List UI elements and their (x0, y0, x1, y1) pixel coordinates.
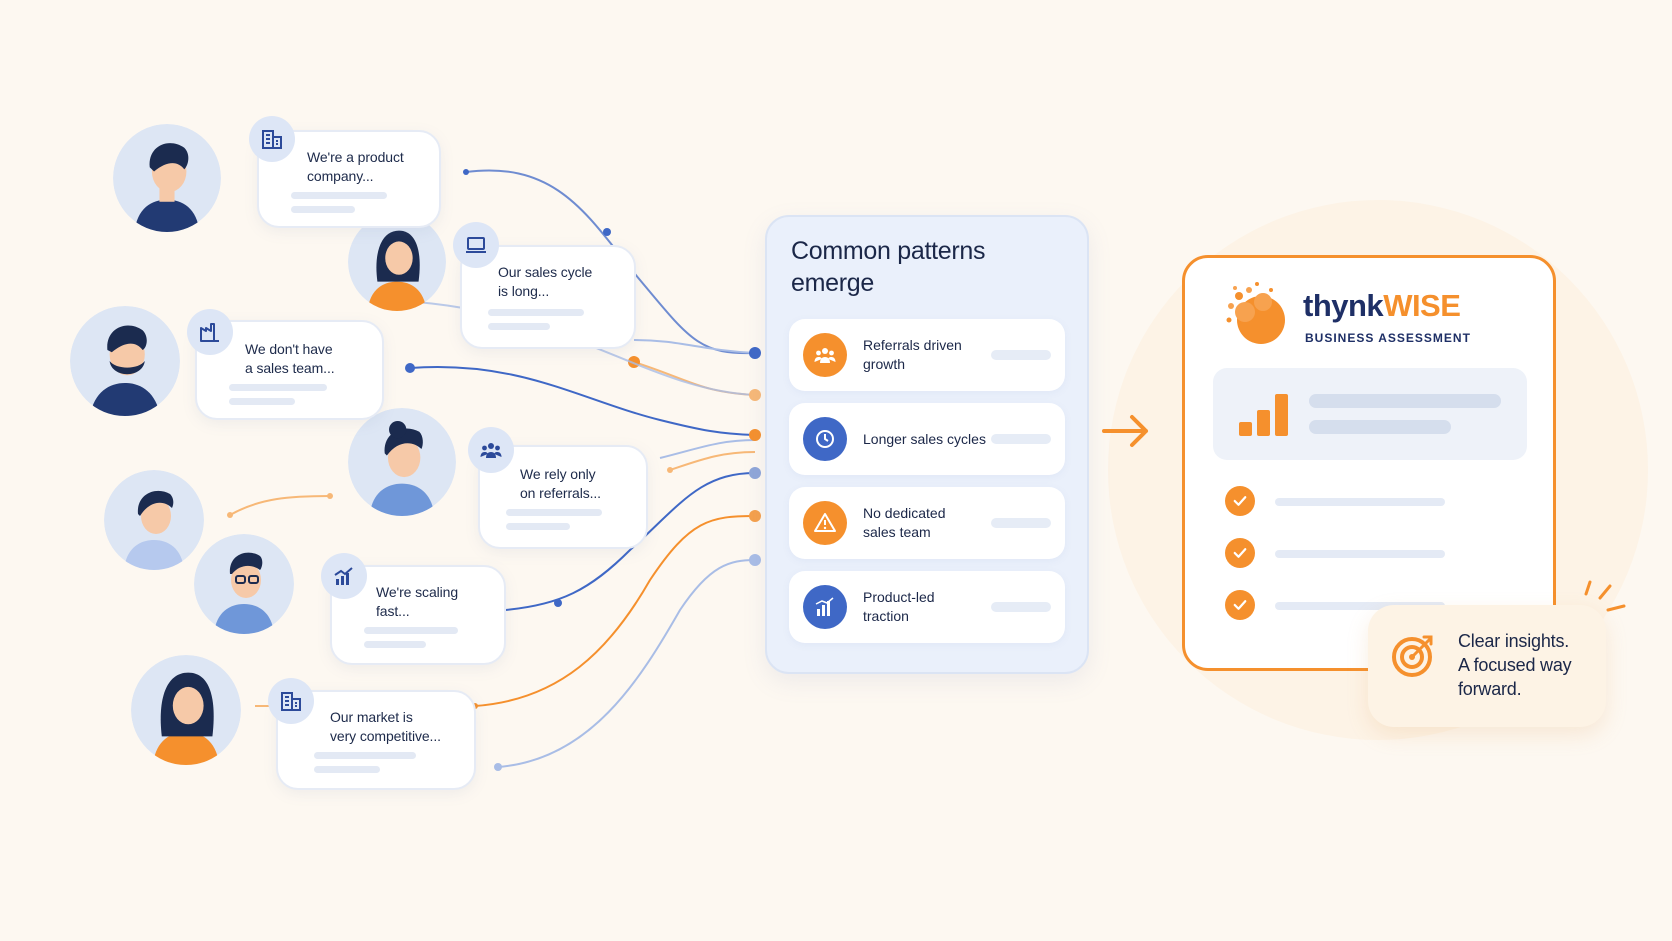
brand-name: thynkWISE (1303, 288, 1461, 324)
warning-icon (803, 501, 847, 545)
connector-line (229, 495, 331, 516)
endpoint-dot (749, 510, 761, 522)
avatar (348, 213, 446, 311)
check-icon (1225, 486, 1255, 516)
quote-text: We're scaling fast... (376, 584, 459, 619)
placeholder-line (364, 641, 426, 648)
placeholder-bar (991, 518, 1051, 528)
placeholder-line (364, 627, 458, 634)
group-icon (468, 427, 514, 473)
connector-line (409, 366, 756, 436)
avatar (70, 306, 180, 416)
report-summary-card (1213, 368, 1527, 460)
endpoint-dot (749, 347, 761, 359)
placeholder-bar (991, 350, 1051, 360)
avatar (131, 655, 241, 765)
check-icon (1225, 538, 1255, 568)
placeholder-line (1309, 394, 1501, 408)
placeholder-line (229, 384, 327, 391)
connector-line (659, 439, 756, 459)
brand-part-2: WISE (1383, 288, 1461, 323)
insight-card: Clear insights. A focused way forward. (1368, 605, 1606, 727)
placeholder-bar (991, 434, 1051, 444)
quote-text: We rely only on referrals... (520, 466, 601, 501)
placeholder-line (1275, 550, 1445, 558)
building-icon (268, 678, 314, 724)
connector-dot (603, 228, 611, 236)
bar-chart-icon (1239, 394, 1288, 436)
connector-line (633, 339, 756, 354)
placeholder-line (1275, 602, 1445, 610)
quote-bubble: Our market is very competitive... (276, 690, 476, 790)
placeholder-line (314, 766, 380, 773)
connector-line (504, 472, 756, 611)
pattern-row: Referrals driven growth (789, 319, 1065, 391)
quote-text: We don't have a sales team... (245, 341, 335, 376)
arrow-right-icon (1102, 415, 1148, 447)
pattern-row: Longer sales cycles (789, 403, 1065, 475)
connector-dot (327, 493, 333, 499)
group-icon (803, 333, 847, 377)
bar-chart-icon (803, 585, 847, 629)
placeholder-line (1309, 420, 1451, 434)
connector-dot (227, 512, 233, 518)
endpoint-dot (749, 467, 761, 479)
connector-dot (494, 763, 502, 771)
placeholder-line (506, 523, 570, 530)
pattern-label: Longer sales cycles (863, 431, 986, 447)
assessment-report: thynkWISE BUSINESS ASSESSMENT (1182, 255, 1556, 671)
patterns-panel: Common patterns emerge Referrals driven … (765, 215, 1089, 674)
laptop-icon (453, 222, 499, 268)
factory-icon (187, 309, 233, 355)
pattern-row: Product-led traction (789, 571, 1065, 643)
avatar (113, 124, 221, 232)
pattern-label: Product-led traction (863, 589, 935, 624)
connector-line (633, 361, 756, 396)
quote-text: We're a product company... (307, 149, 404, 184)
connector-dot (554, 599, 562, 607)
avatar (104, 470, 204, 570)
clock-icon (803, 417, 847, 461)
placeholder-line (291, 206, 355, 213)
connector-line (474, 515, 756, 707)
brain-logo-icon (1226, 282, 1285, 344)
connector-line (669, 451, 756, 471)
building-icon (249, 116, 295, 162)
placeholder-line (314, 752, 416, 759)
connector-dot (405, 363, 415, 373)
growth-chart-icon (321, 553, 367, 599)
brand-subtitle: BUSINESS ASSESSMENT (1305, 331, 1471, 345)
pattern-row: No dedicated sales team (789, 487, 1065, 559)
sparkle-lines (1584, 580, 1626, 612)
placeholder-line (488, 309, 584, 316)
panel-title: Common patterns emerge (791, 237, 986, 297)
connector-dot (667, 467, 673, 473)
avatar (194, 534, 294, 634)
placeholder-line (488, 323, 550, 330)
endpoint-dot (749, 429, 761, 441)
pattern-label: No dedicated sales team (863, 505, 946, 540)
endpoint-dot (749, 554, 761, 566)
connector-dot (463, 169, 469, 175)
avatar (348, 408, 456, 516)
placeholder-bar (991, 602, 1051, 612)
insight-text: Clear insights. A focused way forward. (1458, 631, 1572, 699)
placeholder-line (1275, 498, 1445, 506)
quote-text: Our sales cycle is long... (498, 264, 593, 299)
quote-bubble: We're scaling fast... (330, 565, 506, 665)
placeholder-line (291, 192, 387, 199)
placeholder-line (506, 509, 602, 516)
pattern-label: Referrals driven growth (863, 337, 962, 372)
check-icon (1225, 590, 1255, 620)
connector-line (497, 559, 756, 768)
target-icon (1392, 635, 1433, 677)
endpoint-dot (749, 389, 761, 401)
quote-text: Our market is very competitive... (330, 709, 441, 744)
placeholder-line (229, 398, 295, 405)
brand-part-1: thynk (1303, 288, 1384, 323)
